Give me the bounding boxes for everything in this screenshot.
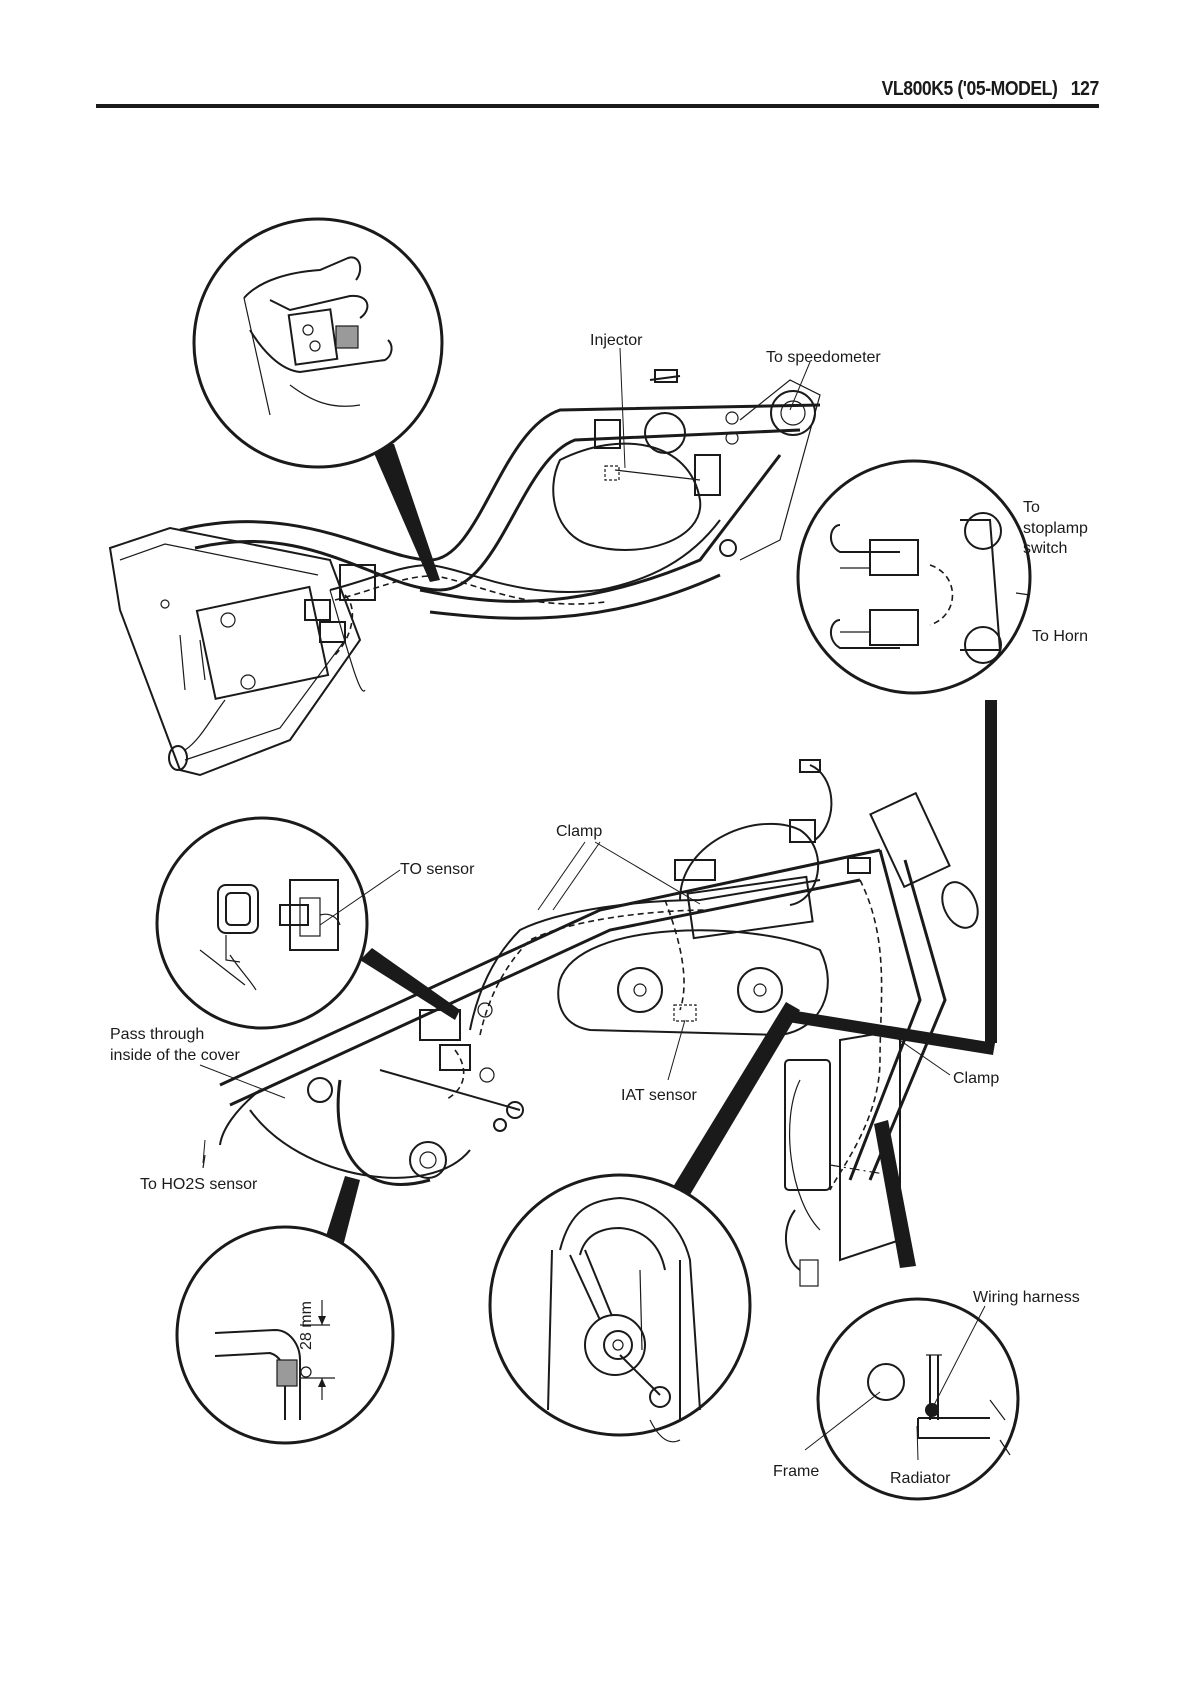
label-clamp-top: Clamp	[556, 823, 602, 840]
label-injector: Injector	[590, 332, 643, 349]
label-to-speedometer: To speedometer	[766, 349, 881, 366]
dimension-hatched-band	[277, 1360, 297, 1386]
label-to-ho2s-sensor: To HO2S sensor	[140, 1176, 258, 1193]
label-radiator: Radiator	[890, 1470, 951, 1487]
label-dimension: 28 mm	[298, 1301, 315, 1350]
label-clamp-right: Clamp	[953, 1070, 999, 1087]
label-frame: Frame	[773, 1463, 819, 1480]
detail-circle-stoplamp-horn	[798, 461, 1030, 693]
upper-frame-drawing	[110, 370, 820, 775]
detail-circle-dimension	[177, 1227, 393, 1443]
label-wiring-harness: Wiring harness	[973, 1289, 1080, 1306]
detail-circle-to-sensor	[157, 818, 367, 1028]
label-pass-through-line1: Pass through	[110, 1026, 204, 1043]
harness-dot	[925, 1403, 939, 1417]
label-to-stoplamp-line3: switch	[1023, 540, 1067, 557]
detail-circle-frame-radiator	[818, 1299, 1018, 1499]
label-pass-through-line2: inside of the cover	[110, 1047, 241, 1064]
hatched-pad	[336, 326, 358, 348]
label-iat-sensor: IAT sensor	[621, 1087, 698, 1104]
detail-circle-frame-clamp	[194, 219, 442, 467]
label-to-stoplamp-line2: stoplamp	[1023, 520, 1088, 537]
detail-circle-pivot	[490, 1175, 750, 1442]
label-to-sensor: TO sensor	[400, 861, 475, 878]
battery	[197, 587, 328, 699]
label-to-horn: To Horn	[1032, 628, 1088, 645]
label-to-stoplamp-line1: To	[1023, 499, 1040, 516]
